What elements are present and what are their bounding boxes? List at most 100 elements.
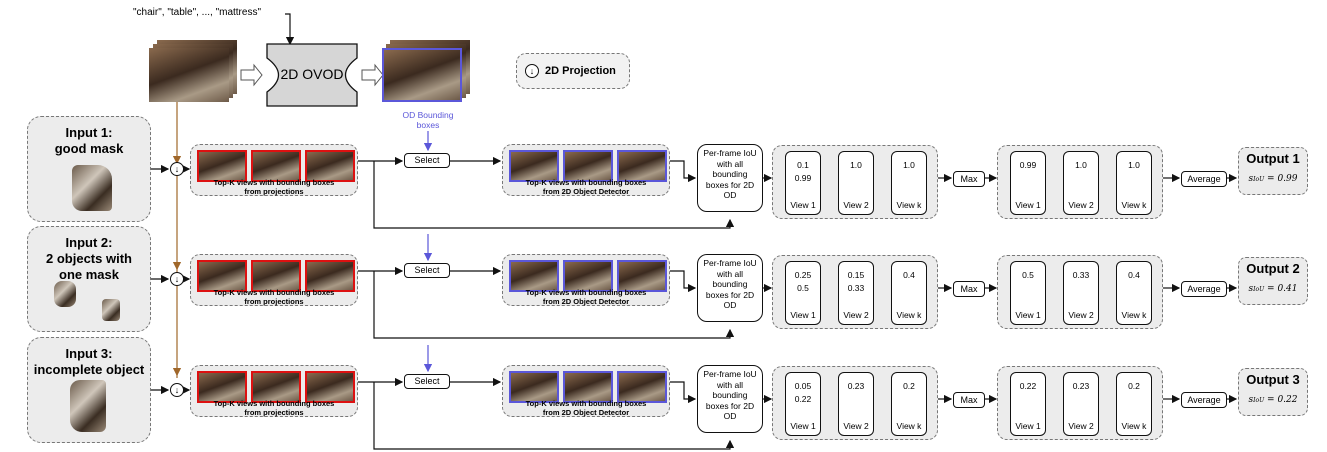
down-arrow-circle-icon: ↓ xyxy=(170,162,184,176)
view-label: View 2 xyxy=(1068,421,1094,431)
view-label: View 2 xyxy=(1068,200,1094,210)
view-label: View k xyxy=(1121,310,1147,320)
view-thumbnail xyxy=(197,260,247,292)
iou-text-line: with all xyxy=(717,158,743,169)
view-value: 0.2 xyxy=(1128,381,1140,391)
average-button: Average xyxy=(1181,392,1227,408)
view-label: View 1 xyxy=(1015,310,1041,320)
object-thumbnail xyxy=(102,299,120,321)
max-button: Max xyxy=(953,392,985,408)
detector-caption: Top-K views with bounding boxes xyxy=(525,288,647,297)
view-value: 0.5 xyxy=(797,283,809,293)
max-button: Max xyxy=(953,281,985,297)
connector-arrow xyxy=(670,270,697,293)
view-label: View k xyxy=(896,200,922,210)
view-value: 1.0 xyxy=(1075,160,1087,170)
view-thumbnail xyxy=(305,260,355,292)
legend-label: 2D Projection xyxy=(545,65,616,77)
connector-arrow xyxy=(670,160,697,183)
view-thumbnail xyxy=(563,150,613,182)
projection-caption: Top-K views with bounding boxes xyxy=(213,288,335,297)
detector-caption: from 2D Object Detector xyxy=(542,408,630,417)
view-thumbnail xyxy=(251,150,301,182)
input-box-3: Input 3:incomplete object xyxy=(27,337,151,443)
view-value: 0.4 xyxy=(1128,270,1140,280)
projection-caption: Top-K views with bounding boxes xyxy=(213,399,335,408)
view-label: View 2 xyxy=(843,421,869,431)
output-title: Output 1 xyxy=(1246,151,1300,166)
view-value: 0.33 xyxy=(847,283,865,293)
projection-caption: from projections xyxy=(244,187,304,196)
legend-box: ↓ 2D Projection xyxy=(516,53,630,89)
input-label: Input 3: xyxy=(65,346,113,361)
view-thumbnail xyxy=(197,150,247,182)
view-value: 1.0 xyxy=(850,160,862,170)
iou-text-line: boxes for 2D xyxy=(705,179,755,190)
view-value: 0.22 xyxy=(1019,381,1037,391)
view-label: View k xyxy=(1121,200,1147,210)
output-title: Output 3 xyxy=(1246,372,1300,387)
input-label: incomplete object xyxy=(33,362,145,377)
hollow-arrow-1 xyxy=(240,63,263,87)
select-button: Select xyxy=(404,374,450,389)
view-label: View 2 xyxy=(843,310,869,320)
connector-arrow xyxy=(373,382,735,450)
view-thumbnail xyxy=(617,150,667,182)
input-image-stack xyxy=(149,40,239,102)
view-value: 0.15 xyxy=(847,270,865,280)
select-button: Select xyxy=(404,263,450,278)
view-label: View k xyxy=(896,421,922,431)
iou-text-line: with all xyxy=(717,268,743,279)
connector-arrow xyxy=(373,271,735,339)
view-value: 1.0 xyxy=(903,160,915,170)
iou-text-line: OD xyxy=(723,190,737,200)
view-label: View 2 xyxy=(1068,310,1094,320)
projection-caption: Top-K views with bounding boxes xyxy=(213,178,335,187)
input-label: Input 1: xyxy=(65,125,113,140)
view-label: View k xyxy=(1121,421,1147,431)
input-label: Input 2: xyxy=(65,235,113,250)
detected-image-stack xyxy=(382,40,472,102)
view-thumbnail xyxy=(509,260,559,292)
iou-text-line: OD xyxy=(723,300,737,310)
view-thumbnail xyxy=(305,371,355,403)
view-label: View 1 xyxy=(790,310,816,320)
view-thumbnail xyxy=(251,260,301,292)
score-value: 0.41 xyxy=(1277,284,1298,294)
iou-text-line: bounding xyxy=(712,169,748,179)
view-value: 0.2 xyxy=(903,381,915,391)
view-thumbnail xyxy=(563,260,613,292)
output-title: Output 2 xyxy=(1246,261,1300,276)
average-button: Average xyxy=(1181,281,1227,297)
view-thumbnail xyxy=(509,371,559,403)
projection-caption: from projections xyxy=(244,408,304,417)
down-arrow-circle-icon: ↓ xyxy=(170,272,184,286)
view-value: 0.5 xyxy=(1022,270,1034,280)
output-score: sIoU = 0.99 xyxy=(1248,174,1298,184)
query-text: "chair", "table", ..., "mattress" xyxy=(133,7,262,18)
view-value: 0.23 xyxy=(1072,381,1090,391)
view-value: 0.99 xyxy=(1019,160,1037,170)
iou-text-line: Per-frame IoU xyxy=(703,148,757,158)
ovod-label: 2D OVOD xyxy=(280,66,344,82)
